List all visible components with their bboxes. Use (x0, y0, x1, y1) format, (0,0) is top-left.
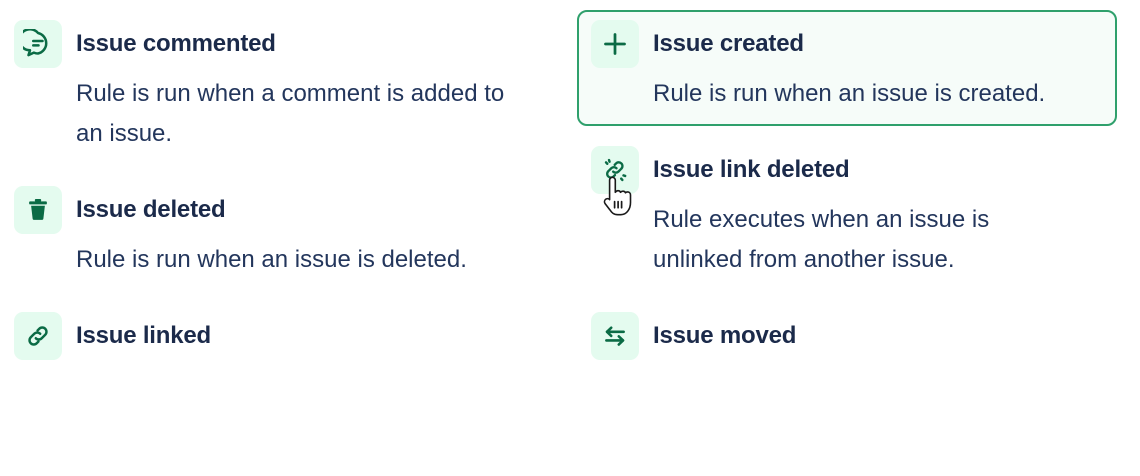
trigger-option-issue-created[interactable]: Issue created Rule is run when an issue … (577, 10, 1117, 126)
trigger-column-left: Rule is run when an issue's field value … (0, 0, 540, 382)
trigger-option-header: Issue linked (14, 312, 526, 360)
trigger-grid: Rule is run when an issue's field value … (0, 0, 1117, 382)
trigger-option-header: Issue moved (591, 312, 1103, 360)
trigger-option-issue-linked[interactable]: Issue linked (0, 302, 540, 372)
trigger-option-issue-deleted[interactable]: Issue deleted Rule is run when an issue … (0, 176, 540, 292)
trigger-option-description: Rule is run when an issue is deleted. (76, 246, 467, 273)
trigger-option-title: Issue link deleted (653, 156, 850, 183)
trigger-option-issue-commented[interactable]: Issue commented Rule is run when a comme… (0, 10, 540, 166)
trigger-option-description: Rule executes when an issue is unlinked … (653, 206, 990, 273)
trigger-option-description: Rule is run when a comment is added to a… (76, 80, 505, 147)
trigger-option-title: Issue deleted (76, 196, 226, 223)
trigger-option-header: Issue link deleted (591, 146, 1103, 194)
comment-bubble-icon (14, 20, 62, 68)
trigger-option-title: Issue created (653, 30, 804, 57)
swap-arrows-icon (591, 312, 639, 360)
trigger-option-title: Issue moved (653, 322, 797, 349)
trash-icon (14, 186, 62, 234)
plus-icon (591, 20, 639, 68)
trigger-option-title: Issue commented (76, 30, 276, 57)
broken-link-icon (591, 146, 639, 194)
trigger-option-header: Issue deleted (14, 186, 526, 234)
trigger-option-header: Issue commented (14, 20, 526, 68)
trigger-option-title: Issue linked (76, 322, 211, 349)
trigger-column-right: Rule is run when an issue is assigned to… (577, 0, 1117, 382)
trigger-option-description: Rule is run when an issue is created. (653, 80, 1046, 107)
column-gutter (558, 0, 559, 382)
link-icon (14, 312, 62, 360)
trigger-option-issue-moved[interactable]: Issue moved (577, 302, 1117, 372)
trigger-option-issue-link-deleted[interactable]: Issue link deleted Rule executes when an… (577, 136, 1117, 292)
trigger-option-header: Issue created (591, 20, 1103, 68)
